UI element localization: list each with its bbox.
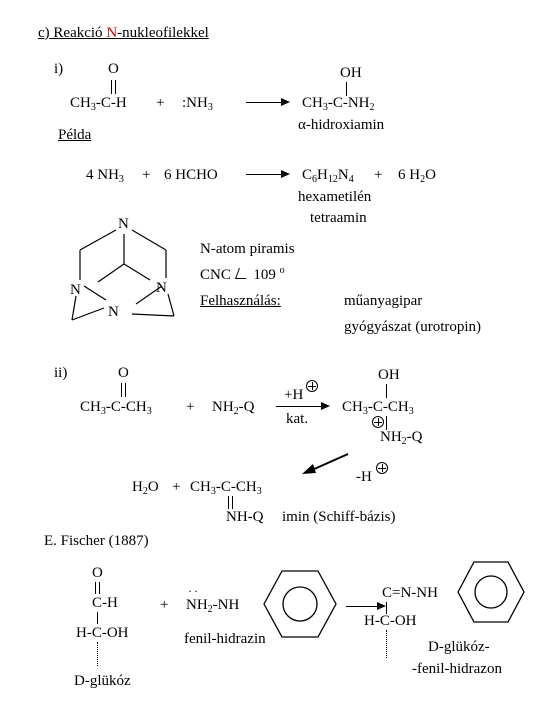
amine-formula: NH2-Q [212, 399, 255, 417]
atom-n-left: N [70, 282, 81, 298]
glucose-hcoh: H-C-OH [76, 625, 129, 641]
note-pyramidal-n: N-atom piramis [200, 241, 295, 257]
glucose-bond [97, 612, 98, 624]
proton-elimination: -H [356, 469, 372, 485]
use-medicine: gyógyászat (urotropin) [344, 319, 482, 335]
ammonia-formula: :NH3 [182, 95, 213, 113]
ammonia-reagent: 4 NH3 [86, 167, 124, 185]
ketone-double-bond-a [121, 383, 122, 397]
phenylhydrazine-formula: NH2-NH [186, 597, 240, 615]
part-i-label: i) [54, 61, 64, 77]
glucose-oxygen: O [92, 565, 103, 581]
section-heading: c) Reakció N-nukleofilekkel [38, 25, 209, 41]
glucose-double-bond-b [99, 582, 100, 594]
aldehyde-double-bond-a [111, 80, 112, 94]
lone-pair-dots: ·· [188, 584, 200, 598]
ketone-double-bond-b [125, 383, 126, 397]
imine-nitrogen: NH-Q [226, 509, 264, 525]
reaction-arrow-4 [346, 602, 386, 610]
water-product: 6 H2O [398, 167, 436, 185]
glucose-double-bond-a [95, 582, 96, 594]
hexamine-name-line2: tetraamin [310, 210, 367, 226]
product-bond [346, 82, 347, 96]
plus-sign: + [374, 167, 383, 183]
atom-n-bottom: N [108, 304, 119, 320]
adduct-bond-top [386, 384, 387, 398]
adduct-ammonium: NH2-Q [380, 429, 423, 447]
catalyst-proton: +H [284, 387, 304, 403]
positive-charge-icon [376, 462, 388, 474]
positive-charge-icon [372, 416, 384, 428]
catalyst-label: kat. [286, 411, 309, 427]
product-name: α-hidroxiamin [298, 117, 385, 133]
product-formula: CH3-C-NH2 [302, 95, 375, 113]
reaction-arrow-1 [246, 98, 290, 106]
glucose-chain-dots [97, 642, 99, 666]
imine-formula: CH3-C-CH3 [190, 479, 262, 497]
imine-name: imin (Schiff-bázis) [282, 509, 396, 525]
aldehyde-oxygen: O [108, 61, 119, 77]
formaldehyde-reagent: 6 HCHO [164, 167, 218, 183]
product-hydroxyl: OH [340, 65, 362, 81]
plus-sign: + [160, 597, 169, 613]
hydrazone-hcoh: H-C-OH [364, 613, 417, 629]
glucose-name: D-glükóz [74, 673, 131, 689]
ketone-formula: CH3-C-CH3 [80, 399, 152, 417]
atom-n-right: N [156, 280, 167, 296]
plus-sign: + [186, 399, 195, 415]
hexamine-formula: C6H12N4 [302, 167, 354, 185]
positive-charge-icon [306, 380, 318, 392]
adduct-bond-bottom [386, 416, 387, 430]
part-ii-label: ii) [54, 365, 68, 381]
plus-sign: + [172, 479, 181, 495]
phenylhydrazine-name: fenil-hidrazin [184, 631, 266, 647]
hexamine-name-line1: hexametilén [298, 189, 372, 205]
plus-sign: + [156, 95, 165, 111]
reaction-arrow-2 [246, 170, 290, 178]
hydrazone-name-line1: D-glükóz- [428, 639, 490, 655]
uses-label: Felhasználás: [200, 293, 281, 309]
adduct-formula: CH3-C-CH3 [342, 399, 414, 417]
water-byproduct: H2O [132, 479, 159, 497]
use-plastics: műanyagipar [344, 293, 423, 309]
hydrazone-bond [386, 602, 387, 614]
imine-double-bond-a [228, 496, 229, 509]
aldehyde-double-bond-b [115, 80, 116, 94]
aldehyde-formula: CH3-C-H [70, 95, 127, 113]
reaction-arrow-3 [276, 402, 330, 410]
adduct-hydroxyl: OH [378, 367, 400, 383]
plus-sign: + [142, 167, 151, 183]
hydrazone-name-line2: -fenil-hidrazon [412, 661, 502, 677]
note-cnc-angle: CNC 109 o [200, 265, 285, 283]
ketone-oxygen: O [118, 365, 129, 381]
example-label: Példa [58, 127, 92, 143]
heading-n-highlight: N [106, 25, 118, 41]
imine-double-bond-b [232, 496, 233, 509]
hydrazone-chain-dots [386, 630, 388, 658]
fischer-label: E. Fischer (1887) [44, 533, 149, 549]
hydrazone-cn: C=N-NH [382, 585, 438, 601]
atom-n-top: N [118, 216, 129, 232]
glucose-aldehyde: C-H [92, 595, 118, 611]
